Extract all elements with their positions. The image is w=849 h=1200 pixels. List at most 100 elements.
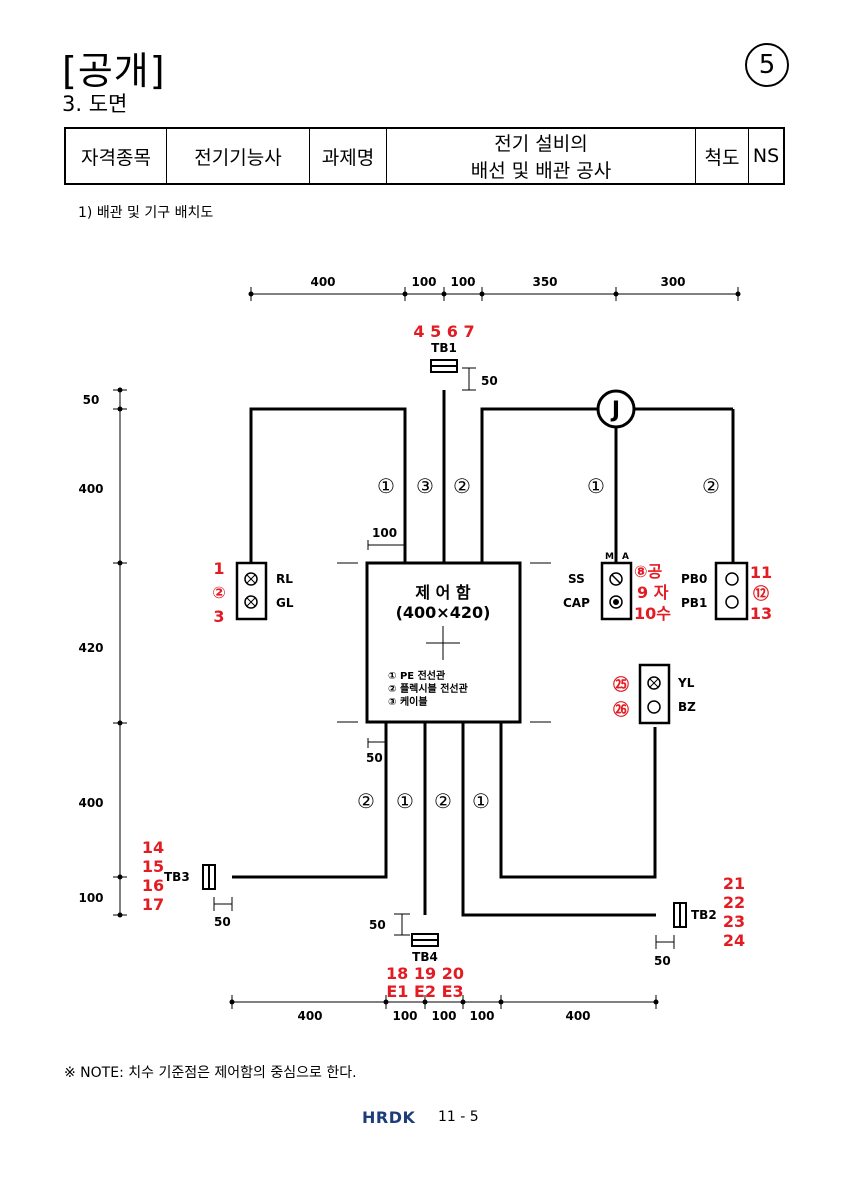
- pipe-mark-top-2: ③: [416, 474, 434, 498]
- pipe-mark-bottom-1: ②: [357, 789, 375, 813]
- a-label: A: [622, 552, 629, 562]
- pb-number-1: 11: [750, 563, 772, 582]
- tb1-offset-dim: 50: [481, 374, 498, 388]
- page-heading: [공개]: [62, 49, 166, 93]
- pb-number-3: 13: [750, 604, 772, 623]
- box-top-offset-dim: 100: [372, 526, 397, 540]
- terminal-block-tb3: TB3 14 15 16 17: [142, 838, 216, 914]
- dimension-labels: 400 100 100 350 300 400 100 100 100 400 …: [78, 275, 685, 1023]
- page-number-badge: 5: [745, 43, 789, 87]
- tb1-terminal-numbers: 4 5 6 7: [413, 322, 474, 341]
- ss-label: SS: [568, 572, 585, 586]
- tb3-offset-dim: 50: [214, 915, 231, 929]
- pb1-label: PB1: [681, 596, 707, 610]
- yl-label: YL: [677, 676, 695, 690]
- qual-value: 전기기능사: [166, 127, 310, 185]
- task-value: 전기 설비의 배선 및 배관 공사: [386, 127, 696, 185]
- left-dim-5: 100: [78, 891, 103, 905]
- tb4-earth-labels: E1 E2 E3: [386, 982, 463, 1001]
- pipe-mark-bottom-3: ②: [434, 789, 452, 813]
- legend-cable: ③ 케이블: [388, 695, 428, 708]
- lamp-yl-bz: YL BZ ㉕ ㉖: [613, 663, 696, 725]
- bottom-dim-3: 100: [431, 1009, 456, 1023]
- pipe-markers: ① ③ ② ① ② ② ① ② ①: [357, 474, 720, 813]
- ss-number-1: ⑧공: [634, 562, 663, 581]
- ss-number-2: 9 자: [637, 583, 669, 602]
- legend-flexible: ② 플렉시블 전선관: [388, 682, 469, 695]
- bz-icon: [647, 700, 661, 714]
- pipe-mark-top-3: ②: [453, 474, 471, 498]
- footer-page-number: 11 - 5: [438, 1109, 479, 1125]
- tb3-number-3: 16: [142, 876, 164, 895]
- box-bottom-offset-dim: 50: [366, 751, 383, 765]
- section-title: 1) 배관 및 기구 배치도: [78, 205, 214, 221]
- tb1-label: TB1: [431, 341, 457, 355]
- tb2-number-3: 23: [723, 912, 745, 931]
- junction-label: J: [610, 398, 620, 423]
- dimension-note: ※ NOTE: 치수 기준점은 제어함의 중심으로 한다.: [64, 1065, 357, 1081]
- terminal-block-tb4: TB4 18 19 20 E1 E2 E3: [386, 933, 464, 1001]
- top-dim-2: 100: [411, 275, 436, 289]
- rl-gl-number-2: ②: [212, 583, 226, 602]
- rl-gl-number-1: 1: [213, 559, 224, 578]
- legend-pe: ① PE 전선관: [388, 669, 446, 682]
- scale-label: 척도: [695, 127, 749, 185]
- hrdk-logo: HRDK: [362, 1108, 416, 1127]
- terminal-block-tb2: TB2 21 22 23 24: [673, 874, 745, 950]
- pipe-mark-bottom-4: ①: [472, 789, 490, 813]
- pipe-mark-top-1: ①: [377, 474, 395, 498]
- bottom-dim-1: 400: [297, 1009, 322, 1023]
- control-box: 제 어 함 (400×420) ① PE 전선관 ② 플렉시블 전선관 ③ 케이…: [365, 561, 522, 724]
- rl-label: RL: [276, 572, 293, 586]
- info-table: 자격종목 전기기능사 과제명 전기 설비의 배선 및 배관 공사 척도 NS: [64, 127, 785, 185]
- tb2-number-2: 22: [723, 893, 745, 912]
- junction-circle: [596, 389, 636, 429]
- tb3-number-1: 14: [142, 838, 164, 857]
- control-box-size: (400×420): [396, 603, 491, 622]
- pb-number-2: ⑫: [753, 584, 769, 603]
- wiring-pipes: [232, 390, 735, 917]
- tb3-label: TB3: [164, 870, 190, 884]
- lamp-rl-gl: RL GL 1 ② 3: [212, 559, 294, 626]
- pipe-mark-top-4: ①: [587, 474, 605, 498]
- pb0-icon: [725, 572, 739, 586]
- pipe-mark-top-5: ②: [702, 474, 720, 498]
- bottom-dim-4: 100: [469, 1009, 494, 1023]
- control-box-title: 제 어 함: [415, 583, 471, 602]
- task-value-line2: 배선 및 배관 공사: [470, 160, 612, 182]
- pb0-label: PB0: [681, 572, 707, 586]
- ss-number-3: 10수: [634, 604, 671, 623]
- tb2-label: TB2: [691, 908, 717, 922]
- junction-box: J: [596, 389, 636, 429]
- dimension-dots: [117, 291, 741, 1005]
- top-dim-5: 300: [660, 275, 685, 289]
- rl-gl-number-3: 3: [213, 607, 224, 626]
- tb2-number-1: 21: [723, 874, 745, 893]
- top-dim-3: 100: [450, 275, 475, 289]
- yl-number: ㉕: [613, 675, 629, 694]
- top-dim-4: 350: [532, 275, 557, 289]
- task-value-line1: 전기 설비의: [494, 133, 588, 155]
- bz-label: BZ: [678, 700, 696, 714]
- bottom-dim-5: 400: [565, 1009, 590, 1023]
- left-dim-3: 420: [78, 641, 103, 655]
- tb2-number-4: 24: [723, 931, 745, 950]
- scale-value: NS: [748, 127, 785, 185]
- bottom-dim-2: 100: [392, 1009, 417, 1023]
- cap-label: CAP: [563, 596, 590, 610]
- pipe-mark-bottom-2: ①: [396, 789, 414, 813]
- terminal-block-tb1: TB1 4 5 6 7: [413, 322, 475, 373]
- tb3-number-4: 17: [142, 895, 164, 914]
- top-dim-1: 400: [310, 275, 335, 289]
- left-dim-2: 400: [78, 482, 103, 496]
- tb2-offset-dim: 50: [654, 954, 671, 968]
- bz-number: ㉖: [613, 700, 629, 719]
- tb4-offset-dim: 50: [369, 918, 386, 932]
- tb4-label: TB4: [412, 950, 438, 964]
- switch-ss-cap: M A SS CAP ⑧공 9 자 10수: [563, 552, 671, 623]
- left-dim-4: 400: [78, 796, 103, 810]
- pushbutton-pb: PB0 PB1 11 ⑫ 13: [681, 561, 772, 623]
- qual-label: 자격종목: [64, 127, 167, 185]
- m-label: M: [605, 552, 614, 562]
